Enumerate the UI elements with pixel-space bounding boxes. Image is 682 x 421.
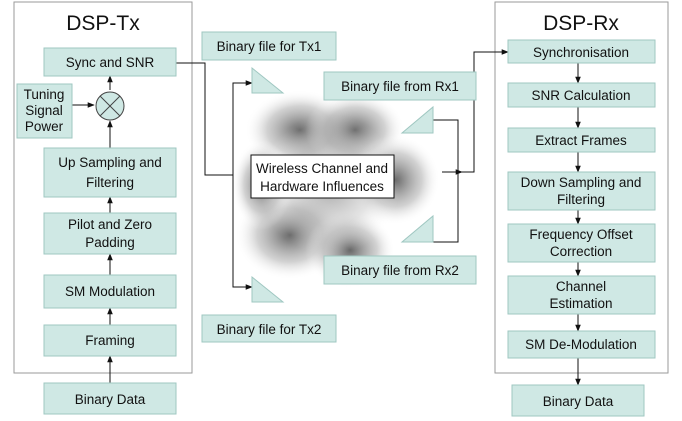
sm-demodulation-block: SM De-Modulation [507, 330, 656, 359]
svg-text:Framing: Framing [85, 333, 135, 348]
rx-binary-data-block: Binary Data [511, 384, 645, 417]
svg-text:SM De-Modulation: SM De-Modulation [525, 337, 637, 352]
svg-text:Sync and SNR: Sync and SNR [66, 55, 155, 70]
sync-snr-block: Sync and SNR [43, 47, 177, 77]
svg-text:Frequency Offset: Frequency Offset [529, 227, 633, 242]
svg-text:SNR Calculation: SNR Calculation [531, 88, 630, 103]
extract-frames-block: Extract Frames [507, 127, 656, 153]
rx1-antenna-icon [400, 105, 434, 134]
svg-text:Binary file from Rx1: Binary file from Rx1 [341, 79, 459, 94]
tx1-antenna-icon [251, 66, 285, 94]
snr-calculation-block: SNR Calculation [507, 82, 656, 108]
svg-text:Binary Data: Binary Data [543, 394, 614, 409]
svg-text:Binary file for Tx1: Binary file for Tx1 [217, 39, 322, 54]
svg-text:SM Modulation: SM Modulation [65, 284, 155, 299]
svg-text:Extract Frames: Extract Frames [535, 133, 627, 148]
svg-text:Binary file from Rx2: Binary file from Rx2 [341, 263, 459, 278]
dsp-rx-title: DSP-Rx [543, 12, 619, 35]
svg-text:Tuning: Tuning [24, 87, 65, 102]
svg-text:Pilot and Zero: Pilot and Zero [68, 217, 152, 232]
tx-binary-data-block: Binary Data [43, 382, 177, 415]
wireless-channel-label: Wireless Channel and Hardware Influences [250, 154, 395, 199]
svg-text:Padding: Padding [85, 235, 135, 250]
synchronisation-block: Synchronisation [507, 39, 656, 64]
rx2-antenna-icon [400, 214, 434, 243]
upsampling-filtering-block: Up Sampling and Filtering [43, 147, 177, 198]
frequency-offset-correction-block: Frequency Offset Correction [507, 223, 656, 263]
svg-text:Binary file for Tx2: Binary file for Tx2 [217, 322, 322, 337]
downsampling-filtering-block: Down Sampling and Filtering [507, 171, 656, 211]
binary-file-tx1-label: Binary file for Tx1 [201, 31, 337, 61]
svg-text:Estimation: Estimation [549, 296, 612, 311]
svg-text:Up Sampling and: Up Sampling and [58, 155, 162, 170]
svg-text:Down Sampling and: Down Sampling and [521, 175, 642, 190]
svg-text:Channel: Channel [556, 279, 606, 294]
svg-text:Binary Data: Binary Data [75, 392, 146, 407]
tx2-antenna-icon [251, 275, 285, 303]
connector-lines [72, 49, 581, 386]
svg-text:Signal: Signal [25, 103, 63, 118]
svg-text:Correction: Correction [550, 244, 612, 259]
framing-block: Framing [43, 324, 177, 357]
multiplier-icon [95, 91, 125, 121]
svg-text:Filtering: Filtering [557, 192, 605, 207]
svg-text:Filtering: Filtering [86, 175, 134, 190]
sm-modulation-block: SM Modulation [43, 274, 177, 309]
binary-file-rx1-label: Binary file from Rx1 [323, 71, 477, 101]
channel-estimation-block: Channel Estimation [507, 275, 656, 315]
dsp-tx-title: DSP-Tx [66, 12, 140, 35]
svg-text:Hardware Influences: Hardware Influences [260, 179, 384, 194]
pilot-zero-padding-block: Pilot and Zero Padding [43, 212, 177, 255]
svg-text:Wireless Channel and: Wireless Channel and [256, 161, 388, 176]
svg-text:Power: Power [25, 119, 64, 134]
binary-file-rx2-label: Binary file from Rx2 [323, 255, 477, 285]
binary-file-tx2-label: Binary file for Tx2 [201, 314, 337, 343]
svg-text:Synchronisation: Synchronisation [533, 45, 629, 60]
tuning-signal-power-block: Tuning Signal Power [16, 83, 73, 139]
